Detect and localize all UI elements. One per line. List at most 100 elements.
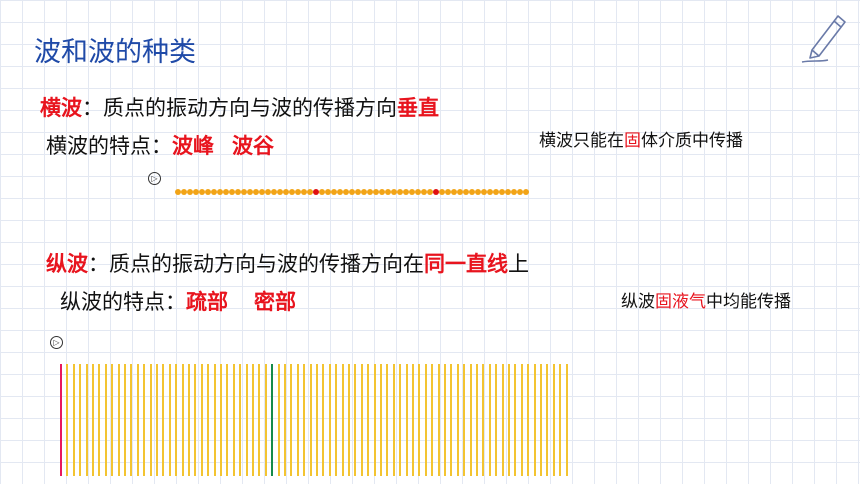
wave-particle	[337, 189, 343, 195]
wave-layer	[328, 364, 331, 476]
wave-layer	[373, 364, 376, 476]
wave-particle	[457, 189, 463, 195]
wave-layer	[117, 364, 120, 476]
wave-particle	[295, 189, 301, 195]
wave-layer	[98, 364, 101, 476]
longitudinal-play-icon[interactable]: ▷	[50, 336, 63, 349]
wave-particle	[385, 189, 391, 195]
wave-layer	[488, 364, 491, 476]
wave-particle	[289, 189, 295, 195]
longitudinal-def-text: ：质点的振动方向与波的传播方向在	[88, 252, 424, 276]
wave-layer	[104, 364, 107, 476]
transverse-features: 横波的特点：波峰波谷	[46, 130, 274, 160]
wave-particle	[235, 189, 241, 195]
wave-layer	[527, 364, 530, 476]
longitudinal-note-emph: 固液气	[655, 292, 706, 312]
wave-particle	[427, 189, 433, 195]
wave-layer	[245, 364, 248, 476]
wave-particle	[193, 189, 199, 195]
wave-particle-marked	[433, 189, 439, 195]
wave-layer	[463, 364, 466, 476]
wave-particle	[325, 189, 331, 195]
wave-layer	[360, 364, 363, 476]
wave-particle-marked	[313, 189, 319, 195]
wave-layer	[341, 364, 344, 476]
wave-particle	[175, 189, 181, 195]
transverse-note-b: 体介质中传播	[641, 131, 743, 151]
transverse-play-icon[interactable]: ▷	[148, 172, 161, 185]
wave-layer	[156, 364, 158, 476]
wave-layer-marked	[271, 364, 274, 476]
longitudinal-note: 纵波固液气中均能传播	[621, 287, 791, 312]
wave-layer	[444, 364, 446, 476]
longitudinal-feature-label: 纵波的特点：	[60, 290, 186, 314]
wave-particle	[403, 189, 409, 195]
wave-particle	[181, 189, 187, 195]
wave-particle	[373, 189, 379, 195]
longitudinal-features: 纵波的特点：疏部密部	[60, 286, 296, 316]
wave-layer	[482, 364, 485, 476]
longitudinal-definition: 纵波：质点的振动方向与波的传播方向在同一直线上	[46, 248, 529, 278]
wave-layer-marked	[60, 364, 62, 476]
wave-particle	[271, 189, 277, 195]
wave-layer	[533, 364, 536, 476]
longitudinal-def-emph: 同一直线	[424, 252, 508, 276]
wave-layer	[501, 364, 504, 476]
transverse-wave-particles	[175, 189, 530, 197]
wave-layer	[514, 364, 517, 476]
wave-particle	[187, 189, 193, 195]
wave-layer	[124, 364, 126, 476]
wave-layer	[213, 364, 216, 476]
transverse-feature-trough: 波谷	[232, 134, 274, 158]
wave-layer	[175, 364, 178, 476]
wave-layer	[469, 364, 472, 476]
wave-particle	[217, 189, 223, 195]
longitudinal-def-tail: 上	[508, 252, 529, 276]
wave-layer	[437, 364, 440, 476]
wave-layer	[431, 364, 434, 476]
wave-layer	[66, 364, 69, 476]
wave-particle	[199, 189, 205, 195]
wave-layer	[149, 364, 152, 476]
transverse-note: 横波只能在固体介质中传播	[539, 126, 743, 151]
wave-particle	[229, 189, 235, 195]
wave-layer	[252, 364, 254, 476]
wave-particle	[421, 189, 427, 195]
wave-particle	[445, 189, 451, 195]
pencil-icon	[801, 15, 846, 63]
wave-layer	[226, 364, 229, 476]
wave-particle	[247, 189, 253, 195]
longitudinal-feature-compression: 密部	[254, 290, 296, 314]
transverse-definition: 横波：质点的振动方向与波的传播方向垂直	[40, 92, 439, 122]
wave-particle	[223, 189, 229, 195]
wave-layer	[188, 364, 190, 476]
wave-layer	[111, 364, 114, 476]
wave-particle	[511, 189, 517, 195]
wave-layer	[520, 364, 523, 476]
wave-particle	[463, 189, 469, 195]
wave-particle	[415, 189, 421, 195]
wave-particle	[439, 189, 445, 195]
longitudinal-note-b: 中均能传播	[706, 292, 791, 312]
wave-layer	[303, 364, 306, 476]
wave-layer	[130, 364, 133, 476]
wave-particle	[523, 189, 529, 195]
wave-layer	[495, 364, 498, 476]
wave-layer	[559, 364, 562, 476]
wave-layer	[354, 364, 357, 476]
transverse-def-text: ：质点的振动方向与波的传播方向	[82, 96, 397, 120]
wave-particle	[355, 189, 361, 195]
transverse-def-emph: 垂直	[397, 96, 439, 120]
wave-layer	[418, 364, 421, 476]
wave-particle	[391, 189, 397, 195]
wave-layer	[386, 364, 389, 476]
wave-particle	[211, 189, 217, 195]
transverse-feature-label: 横波的特点：	[46, 134, 172, 158]
wave-particle	[301, 189, 307, 195]
wave-layer	[412, 364, 414, 476]
wave-particle	[487, 189, 493, 195]
wave-particle	[505, 189, 511, 195]
transverse-feature-crest: 波峰	[172, 134, 214, 158]
wave-particle	[349, 189, 355, 195]
wave-particle	[379, 189, 385, 195]
